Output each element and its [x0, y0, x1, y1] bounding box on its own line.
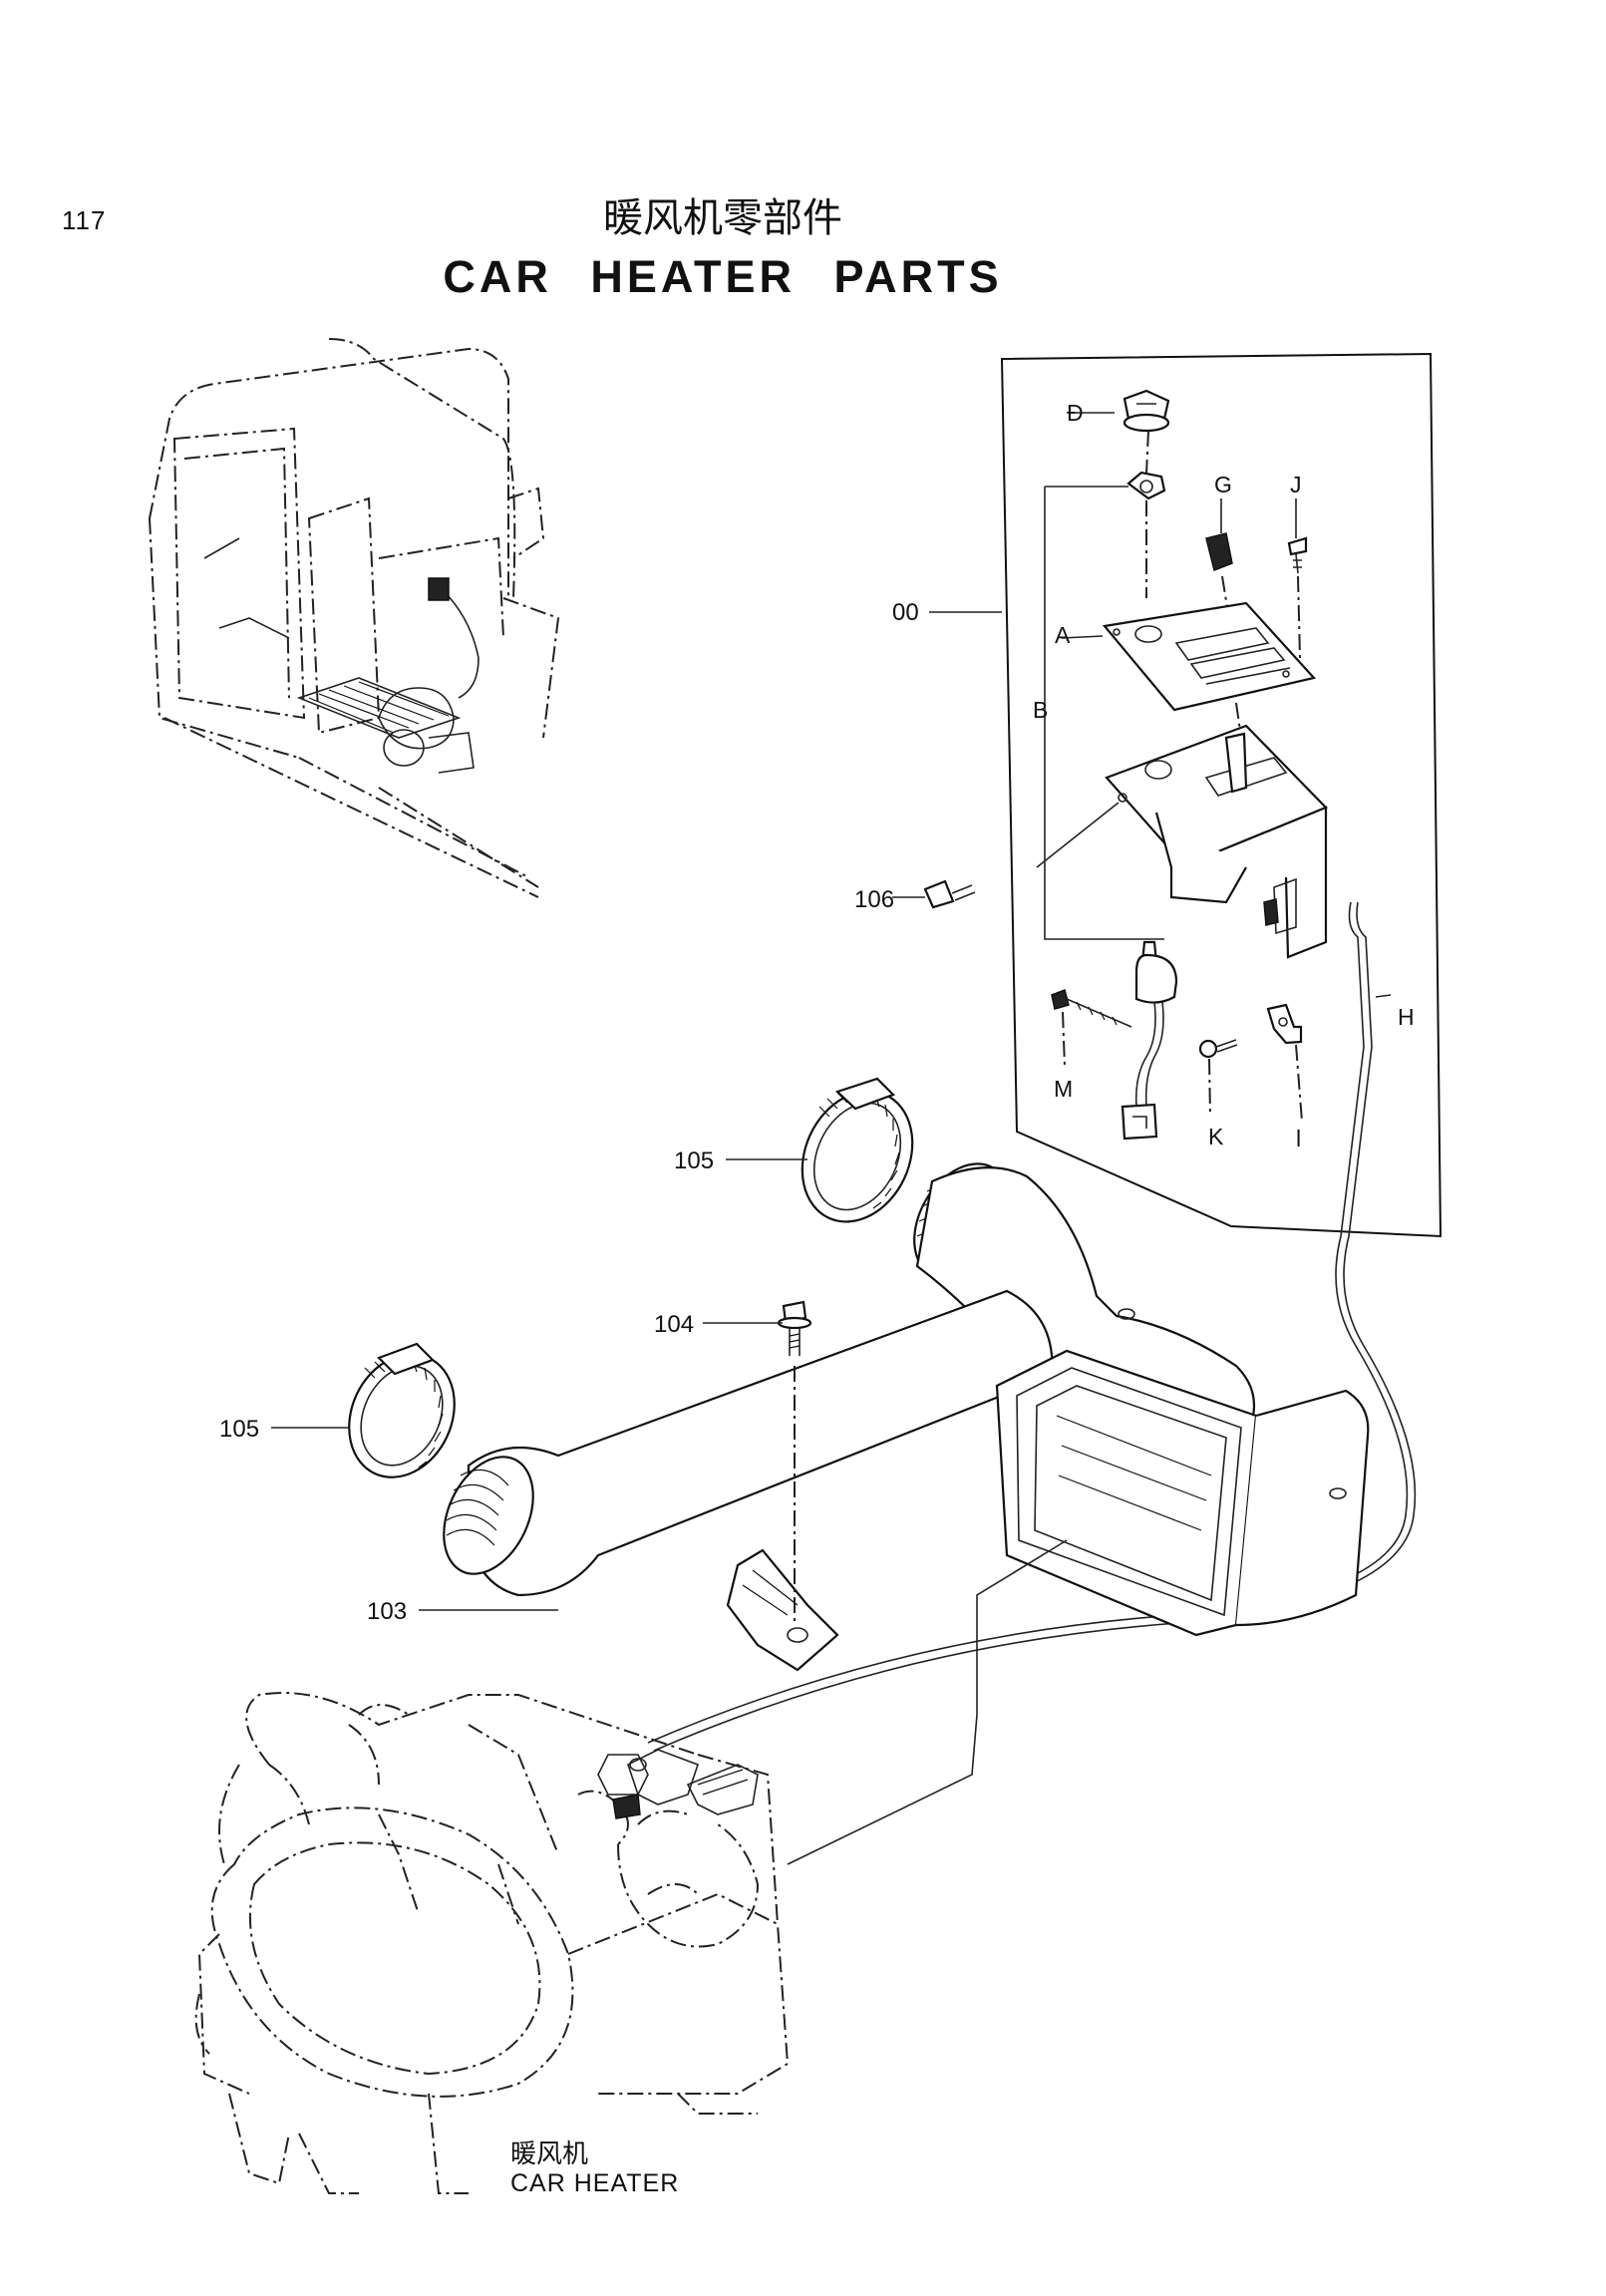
screw-j [1287, 498, 1308, 659]
bolt-106 [892, 879, 976, 909]
page-number: 117 [62, 205, 107, 235]
washer [1126, 471, 1166, 598]
cable-tie-m [1051, 989, 1132, 1068]
callout-105-upper: 105 [674, 1148, 714, 1174]
callout-105-lower: 105 [219, 1416, 259, 1443]
callout-j: J [1290, 472, 1302, 497]
callout-00: 00 [892, 599, 919, 626]
callout-m: M [1054, 1076, 1073, 1102]
callout-104: 104 [654, 1311, 694, 1338]
cab-overview-illustration [149, 338, 560, 898]
switch-assembly [1044, 486, 1178, 1141]
callout-k: K [1208, 1124, 1224, 1149]
control-cable-h [647, 901, 1417, 1752]
screw-k [1198, 1039, 1238, 1118]
callout-l: l [1296, 1126, 1301, 1151]
heater-caption-english: CAR HEATER [510, 2169, 680, 2197]
bolt-104 [777, 1300, 812, 1625]
callout-g: G [1214, 472, 1232, 497]
lever-housing-bracket [1036, 724, 1328, 959]
car-heater-unit [194, 1692, 790, 2194]
callout-h: H [1398, 1004, 1415, 1030]
callout-b: B [1033, 697, 1048, 723]
knob-d [1069, 389, 1170, 475]
callout-106: 106 [854, 886, 894, 913]
heater-caption-chinese: 暖风机 [510, 2139, 589, 2169]
callout-leader-lines [271, 611, 1002, 1611]
callout-103: 103 [367, 1598, 407, 1625]
callout-a: A [1055, 622, 1071, 648]
air-duct-103 [443, 1162, 1370, 1672]
reference-lines [787, 1539, 1068, 1865]
page-title-chinese: 暖风机零部件 [603, 195, 842, 241]
cover-plate-a [1061, 601, 1317, 739]
control-panel-detail-box [1000, 352, 1443, 1238]
callout-d: Ð [1067, 400, 1084, 426]
clip-l [1266, 1003, 1303, 1123]
hose-clamp-105-upper [801, 1077, 914, 1223]
page-title-english: CAR HEATER PARTS [443, 251, 1003, 302]
hose-clamp-105-lower [348, 1342, 456, 1478]
